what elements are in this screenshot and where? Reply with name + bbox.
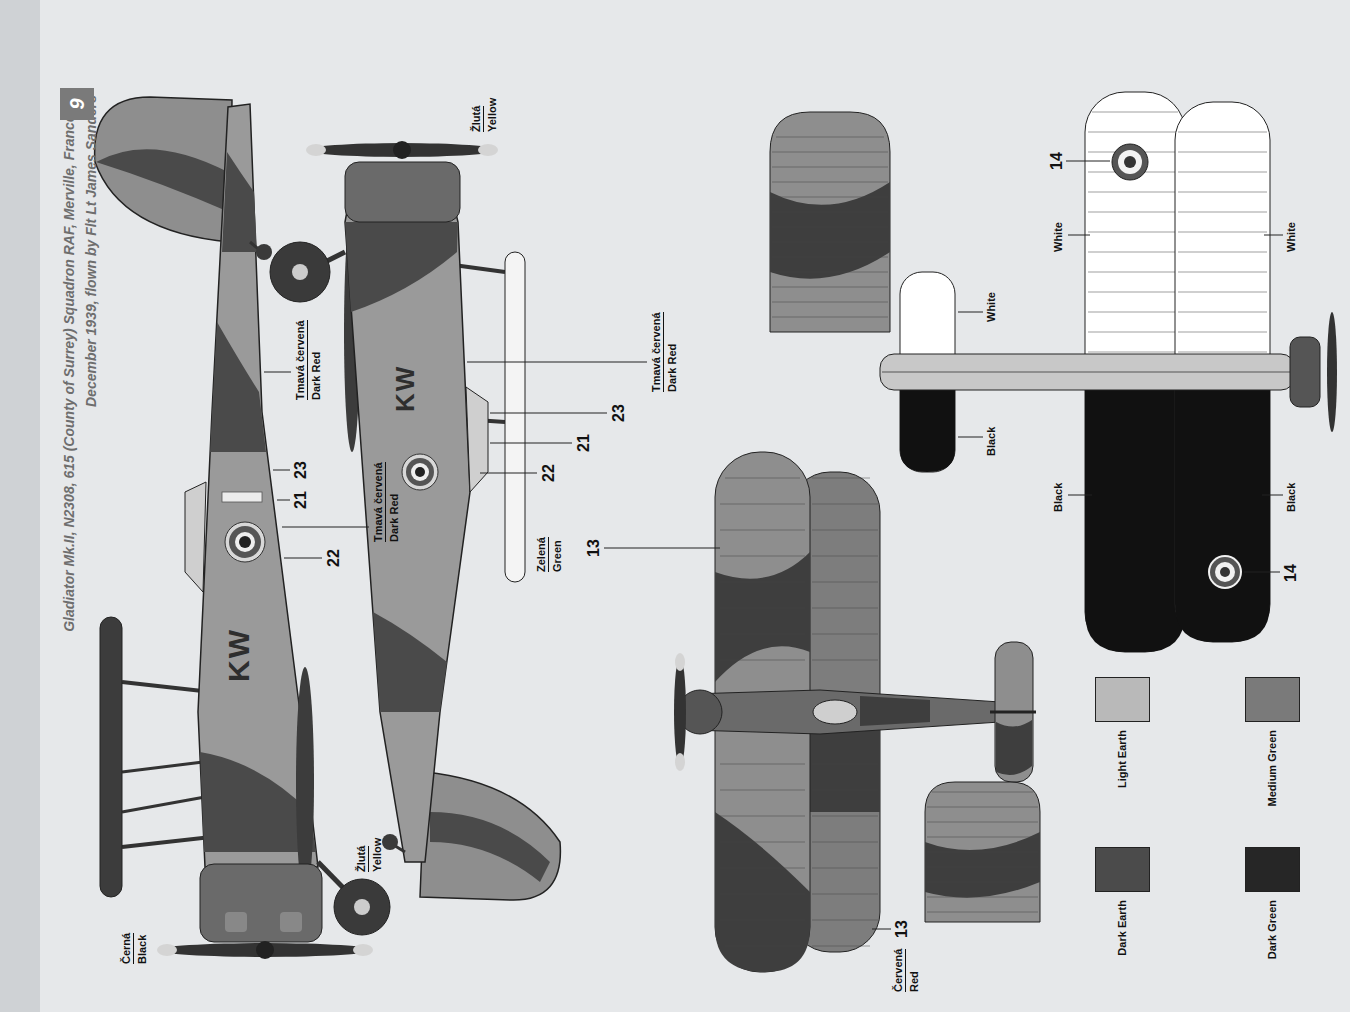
- color-callout: Žlutá: [470, 106, 484, 132]
- legend-label: Dark Earth: [1116, 900, 1129, 992]
- right-profile-view: [270, 141, 560, 900]
- color-callout: Yellow: [371, 838, 384, 872]
- page-edge: [0, 0, 40, 1012]
- legend-label: Light Earth: [1116, 730, 1129, 822]
- legend-label: Medium Green: [1266, 730, 1279, 822]
- callout-number: 22: [540, 464, 558, 482]
- callout-number: 13: [893, 920, 911, 938]
- underside-view: [880, 92, 1337, 652]
- color-callout: Black: [1285, 483, 1298, 512]
- callout-number: 14: [1282, 564, 1300, 582]
- color-callout: Černá: [120, 933, 134, 964]
- color-callout: Červená: [892, 949, 906, 992]
- color-callout: Dark Red: [310, 352, 323, 400]
- callout-number: 21: [575, 434, 593, 452]
- leader-lines: [264, 161, 1283, 929]
- legend-label: Dark Green: [1266, 900, 1279, 992]
- color-callout: Black: [136, 935, 149, 964]
- color-callout: Black: [1052, 483, 1065, 512]
- color-callout: Žlutá: [355, 846, 369, 872]
- color-swatch: [1245, 677, 1300, 722]
- sheet-title: Gladiator Mk.II, N2308, 615 (County of S…: [58, 95, 102, 655]
- callout-number: 13: [585, 539, 603, 557]
- color-callout: Black: [985, 427, 998, 456]
- color-callout: Yellow: [486, 98, 499, 132]
- color-callout: Red: [908, 971, 921, 992]
- color-swatch: [1095, 677, 1150, 722]
- color-callout: Zelená: [535, 537, 549, 572]
- color-callout: Tmavá červená: [294, 321, 308, 401]
- code-letters: KW: [224, 628, 254, 682]
- callout-number: 23: [292, 461, 310, 479]
- color-callout: Dark Red: [666, 344, 679, 392]
- wing-detail-panels: [770, 112, 1040, 922]
- callout-number: 23: [610, 404, 628, 422]
- color-callout: Green: [551, 540, 564, 572]
- color-callout: Dark Red: [388, 494, 401, 542]
- page-number: 9: [60, 88, 94, 120]
- code-letters: KW: [392, 365, 418, 412]
- color-callout: Tmavá červená: [372, 463, 386, 543]
- color-callout: White: [1285, 222, 1298, 252]
- color-swatch: [1245, 847, 1300, 892]
- color-swatch: [1095, 847, 1150, 892]
- color-callout: White: [1052, 222, 1065, 252]
- callout-number: 14: [1048, 152, 1066, 170]
- color-callout: White: [985, 292, 998, 322]
- callout-number: 21: [292, 491, 310, 509]
- color-callout: Tmavá červená: [650, 313, 664, 393]
- callout-number: 22: [325, 549, 343, 567]
